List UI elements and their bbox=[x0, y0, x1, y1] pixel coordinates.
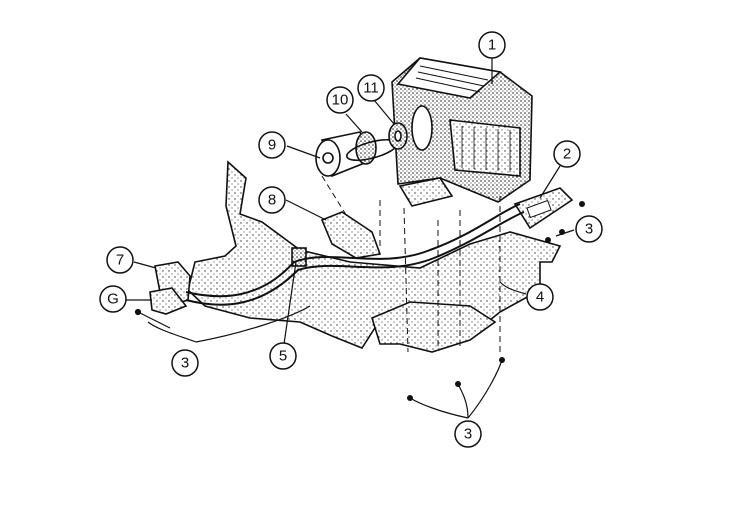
callout-3-right-label: 3 bbox=[585, 221, 593, 238]
callout-6: G bbox=[99, 285, 127, 313]
heater-box-assembly bbox=[391, 57, 533, 207]
callout-10: 10 bbox=[326, 86, 354, 114]
callout-5: 5 bbox=[269, 342, 297, 370]
callout-7-label: 7 bbox=[116, 252, 124, 269]
callout-1: 1 bbox=[478, 31, 506, 59]
callout-9-label: 9 bbox=[268, 137, 276, 154]
callout-2-label: 2 bbox=[563, 146, 571, 163]
callout-8: 8 bbox=[258, 186, 286, 214]
callout-1-label: 1 bbox=[488, 37, 496, 54]
callout-3-bottom: 3 bbox=[454, 420, 482, 448]
callout-4: 4 bbox=[526, 283, 554, 311]
screw-group-lower bbox=[407, 357, 505, 401]
wiring-harness bbox=[185, 203, 525, 306]
callout-11: 11 bbox=[357, 74, 385, 102]
cover-plate-part bbox=[513, 187, 574, 230]
callout-3-right: 3 bbox=[575, 215, 603, 243]
callout-3-left: 3 bbox=[171, 349, 199, 377]
lower-mounting-bracket bbox=[371, 301, 497, 353]
callout-3-bottom-label: 3 bbox=[464, 426, 472, 443]
callout-8-label: 8 bbox=[268, 192, 276, 209]
callout-6-label: G bbox=[107, 291, 119, 308]
connector-part bbox=[149, 287, 188, 315]
callout-11-label: 11 bbox=[363, 80, 379, 97]
callout-7: 7 bbox=[106, 246, 134, 274]
callout-3-left-label: 3 bbox=[181, 355, 189, 372]
callout-9: 9 bbox=[258, 131, 286, 159]
screw-group-left bbox=[134, 308, 171, 329]
motor-part bbox=[315, 131, 377, 178]
callout-4-label: 4 bbox=[536, 289, 544, 306]
pulley-part bbox=[388, 122, 408, 150]
projection-lines bbox=[321, 175, 501, 356]
leader-lines bbox=[126, 58, 575, 419]
callout-10-label: 10 bbox=[332, 92, 349, 109]
callout-5-label: 5 bbox=[279, 348, 287, 365]
bracket-part bbox=[320, 211, 382, 259]
callout-2: 2 bbox=[553, 140, 581, 168]
